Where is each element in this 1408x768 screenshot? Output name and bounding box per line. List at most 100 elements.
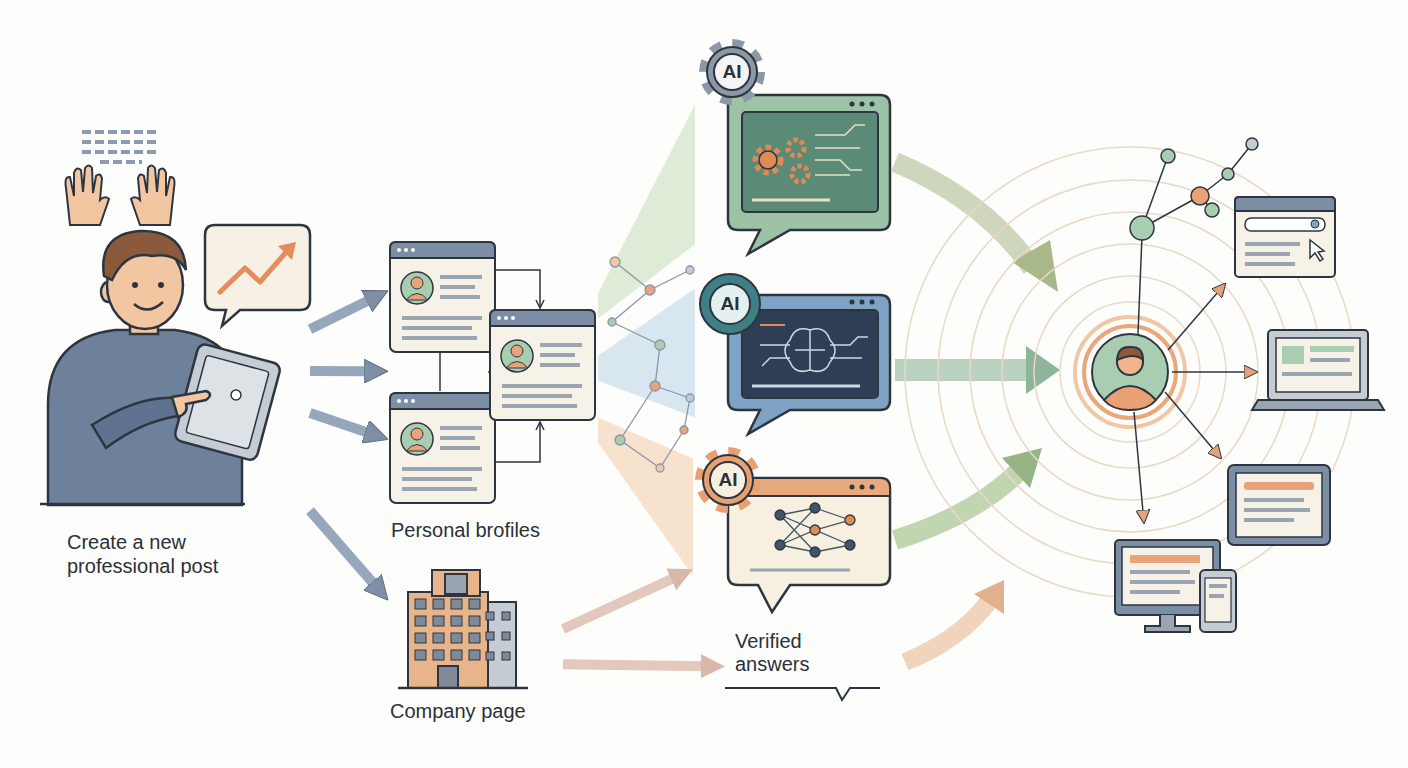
ai-chat-bubble	[845, 540, 855, 550]
desktop-and-phone	[1130, 580, 1195, 584]
company-building	[502, 652, 510, 660]
profiles-group: Personal brofiles	[388, 238, 598, 548]
company-building	[408, 592, 488, 688]
ai-chip-badge	[700, 274, 760, 334]
profile-card	[402, 326, 472, 330]
card-links	[488, 371, 495, 373]
ai-chat-bubble	[788, 140, 804, 156]
ai-chat-bubble	[860, 300, 865, 305]
ai-chat-bubble	[815, 125, 865, 135]
profile-card	[406, 445, 428, 452]
person-figure	[48, 231, 281, 505]
profile-card	[404, 399, 408, 403]
network-graph	[610, 257, 620, 267]
spread-arrows	[1138, 236, 1142, 334]
target-rings	[1084, 326, 1176, 418]
network-graph	[620, 440, 660, 468]
profile-card	[390, 393, 495, 503]
network-graph	[612, 322, 660, 345]
social-graph	[1246, 138, 1258, 150]
profile-card	[440, 426, 482, 430]
profile-card	[511, 316, 515, 320]
ai-chat-bubble	[728, 95, 890, 254]
desktop-and-phone	[1130, 555, 1200, 563]
ai-chat-bubble	[762, 358, 790, 366]
ai-chat-bubble	[742, 310, 878, 398]
ai-chat-bubble	[760, 324, 785, 326]
person-figure	[173, 343, 281, 462]
profile-card	[402, 487, 477, 491]
ai-bubble: AI	[695, 268, 892, 438]
profile-card	[497, 316, 501, 320]
network-graph	[608, 257, 694, 472]
flow-arrow	[310, 366, 370, 376]
keyboard-dashes	[82, 150, 160, 154]
profile-card	[506, 362, 528, 369]
target-rings	[905, 147, 1355, 597]
ai-chat-bubble	[728, 295, 890, 434]
ai-chat-bubble	[775, 510, 785, 520]
social-graph	[1191, 187, 1209, 205]
network-graph	[645, 285, 655, 295]
tablet-device	[1228, 465, 1330, 545]
profile-card	[411, 248, 415, 252]
profile-card	[402, 316, 482, 320]
laptop	[1282, 346, 1304, 364]
network-graph	[686, 394, 694, 402]
ai-chat-bubble	[785, 329, 835, 372]
profile-card	[411, 399, 415, 403]
ai-chat-bubble	[760, 344, 790, 346]
caption-text: Verified answers	[735, 630, 827, 676]
ai-chat-bubble	[775, 540, 785, 550]
social-graph	[1205, 203, 1219, 217]
profile-card	[390, 393, 495, 503]
person-figure	[103, 231, 186, 280]
profile-card	[402, 336, 477, 340]
target-rings	[1034, 276, 1226, 468]
profile-card	[502, 394, 572, 398]
ai-chat-bubble	[850, 485, 855, 490]
ai-chat-bubble	[752, 125, 865, 200]
ai-chat-bubble	[870, 102, 875, 107]
desktop-and-phone	[1130, 570, 1190, 574]
ai-chat-bubble	[815, 147, 860, 149]
profile-card	[402, 467, 482, 471]
ai-gear-badge	[703, 455, 753, 505]
ai-chat-bubble	[728, 295, 890, 434]
profile-card	[390, 242, 495, 258]
ai-chat-bubble	[728, 478, 890, 612]
person-figure	[158, 282, 164, 288]
profile-card	[540, 363, 580, 367]
company-building	[398, 570, 528, 688]
network-graph	[650, 270, 690, 290]
profile-card	[502, 384, 582, 388]
social-graph	[1130, 138, 1258, 240]
ai-chat-bubble	[750, 569, 850, 572]
card-links	[536, 422, 544, 430]
company-building	[412, 596, 484, 664]
ai-chat-bubble	[795, 349, 825, 351]
keyboard-dashes	[82, 140, 160, 144]
profile-card	[440, 446, 480, 450]
desktop-and-phone	[1122, 547, 1213, 605]
company-building	[438, 666, 458, 688]
growth-bubble	[205, 225, 310, 326]
ai-chat-bubble	[850, 102, 855, 107]
company-building	[432, 570, 480, 596]
central-person	[1092, 334, 1168, 410]
profile-card	[511, 345, 523, 357]
profile-card	[490, 310, 595, 420]
card-links	[440, 270, 544, 462]
network-graph	[612, 290, 650, 322]
profile-card	[397, 399, 401, 403]
growth-bubble	[220, 250, 288, 292]
tablet-device	[1228, 465, 1330, 545]
ai-chat-bubble	[870, 485, 875, 490]
ai-chip-badge	[700, 274, 760, 334]
browser-window	[1310, 240, 1324, 261]
laptop	[1268, 330, 1368, 400]
flow-arrows	[1012, 240, 1058, 292]
profile-card	[490, 310, 595, 420]
network-graph	[650, 381, 660, 391]
